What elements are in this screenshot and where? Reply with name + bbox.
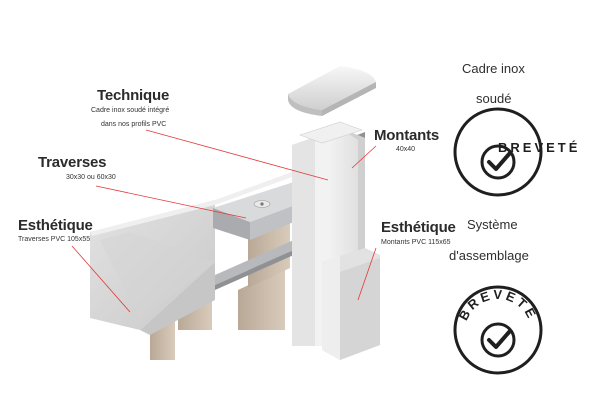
montants-sub: 40x40 bbox=[396, 146, 416, 153]
feature-2-line-1: Système bbox=[467, 217, 518, 232]
slat bbox=[178, 300, 212, 330]
brevete-badge-2: BREVETÉ bbox=[453, 285, 543, 375]
feature-2-line-2: d'assemblage bbox=[449, 248, 529, 263]
esthetique-left-sub: Traverses PVC 105x55 bbox=[18, 236, 91, 243]
leader-lines bbox=[71, 129, 377, 313]
feature-1-line-1: Cadre inox bbox=[462, 61, 525, 76]
technique-title: Technique bbox=[97, 87, 170, 104]
post-cap bbox=[288, 66, 376, 116]
traverses-sub: 30x30 ou 60x30 bbox=[66, 174, 116, 181]
leader-line-esthetique-left bbox=[71, 245, 131, 313]
badge-ring bbox=[453, 107, 543, 197]
technique-line-2: dans nos profils PVC bbox=[101, 121, 167, 128]
check-icon bbox=[487, 151, 512, 171]
pvc-post bbox=[292, 121, 380, 360]
leader-line-traverses bbox=[95, 185, 247, 219]
technique-line-1: Cadre inox soudé intégré bbox=[91, 107, 170, 114]
esthetique-right-title: Esthétique bbox=[381, 219, 456, 236]
esthetique-right-sub: Montants PVC 115x65 bbox=[381, 239, 451, 246]
feature-1-line-2: soudé bbox=[476, 91, 512, 106]
check-circle bbox=[480, 322, 516, 358]
lower-traverse bbox=[215, 235, 305, 290]
esthetique-left-title: Esthétique bbox=[18, 217, 93, 234]
brevete-badge-1: BREVETÉ bbox=[453, 107, 580, 197]
traverses-title: Traverses bbox=[38, 154, 107, 171]
check-circle bbox=[480, 144, 516, 180]
montants-title: Montants bbox=[374, 127, 440, 144]
slat-gap bbox=[212, 290, 238, 330]
badge-ring bbox=[453, 285, 543, 375]
pvc-traverse-rail bbox=[90, 160, 325, 335]
slat bbox=[238, 268, 285, 330]
check-icon bbox=[487, 329, 512, 349]
badge-label: BREVETÉ bbox=[498, 140, 580, 155]
leader-line-montants bbox=[351, 145, 377, 169]
leader-line-technique bbox=[145, 129, 329, 181]
leader-line-esthetique-right bbox=[357, 247, 377, 301]
